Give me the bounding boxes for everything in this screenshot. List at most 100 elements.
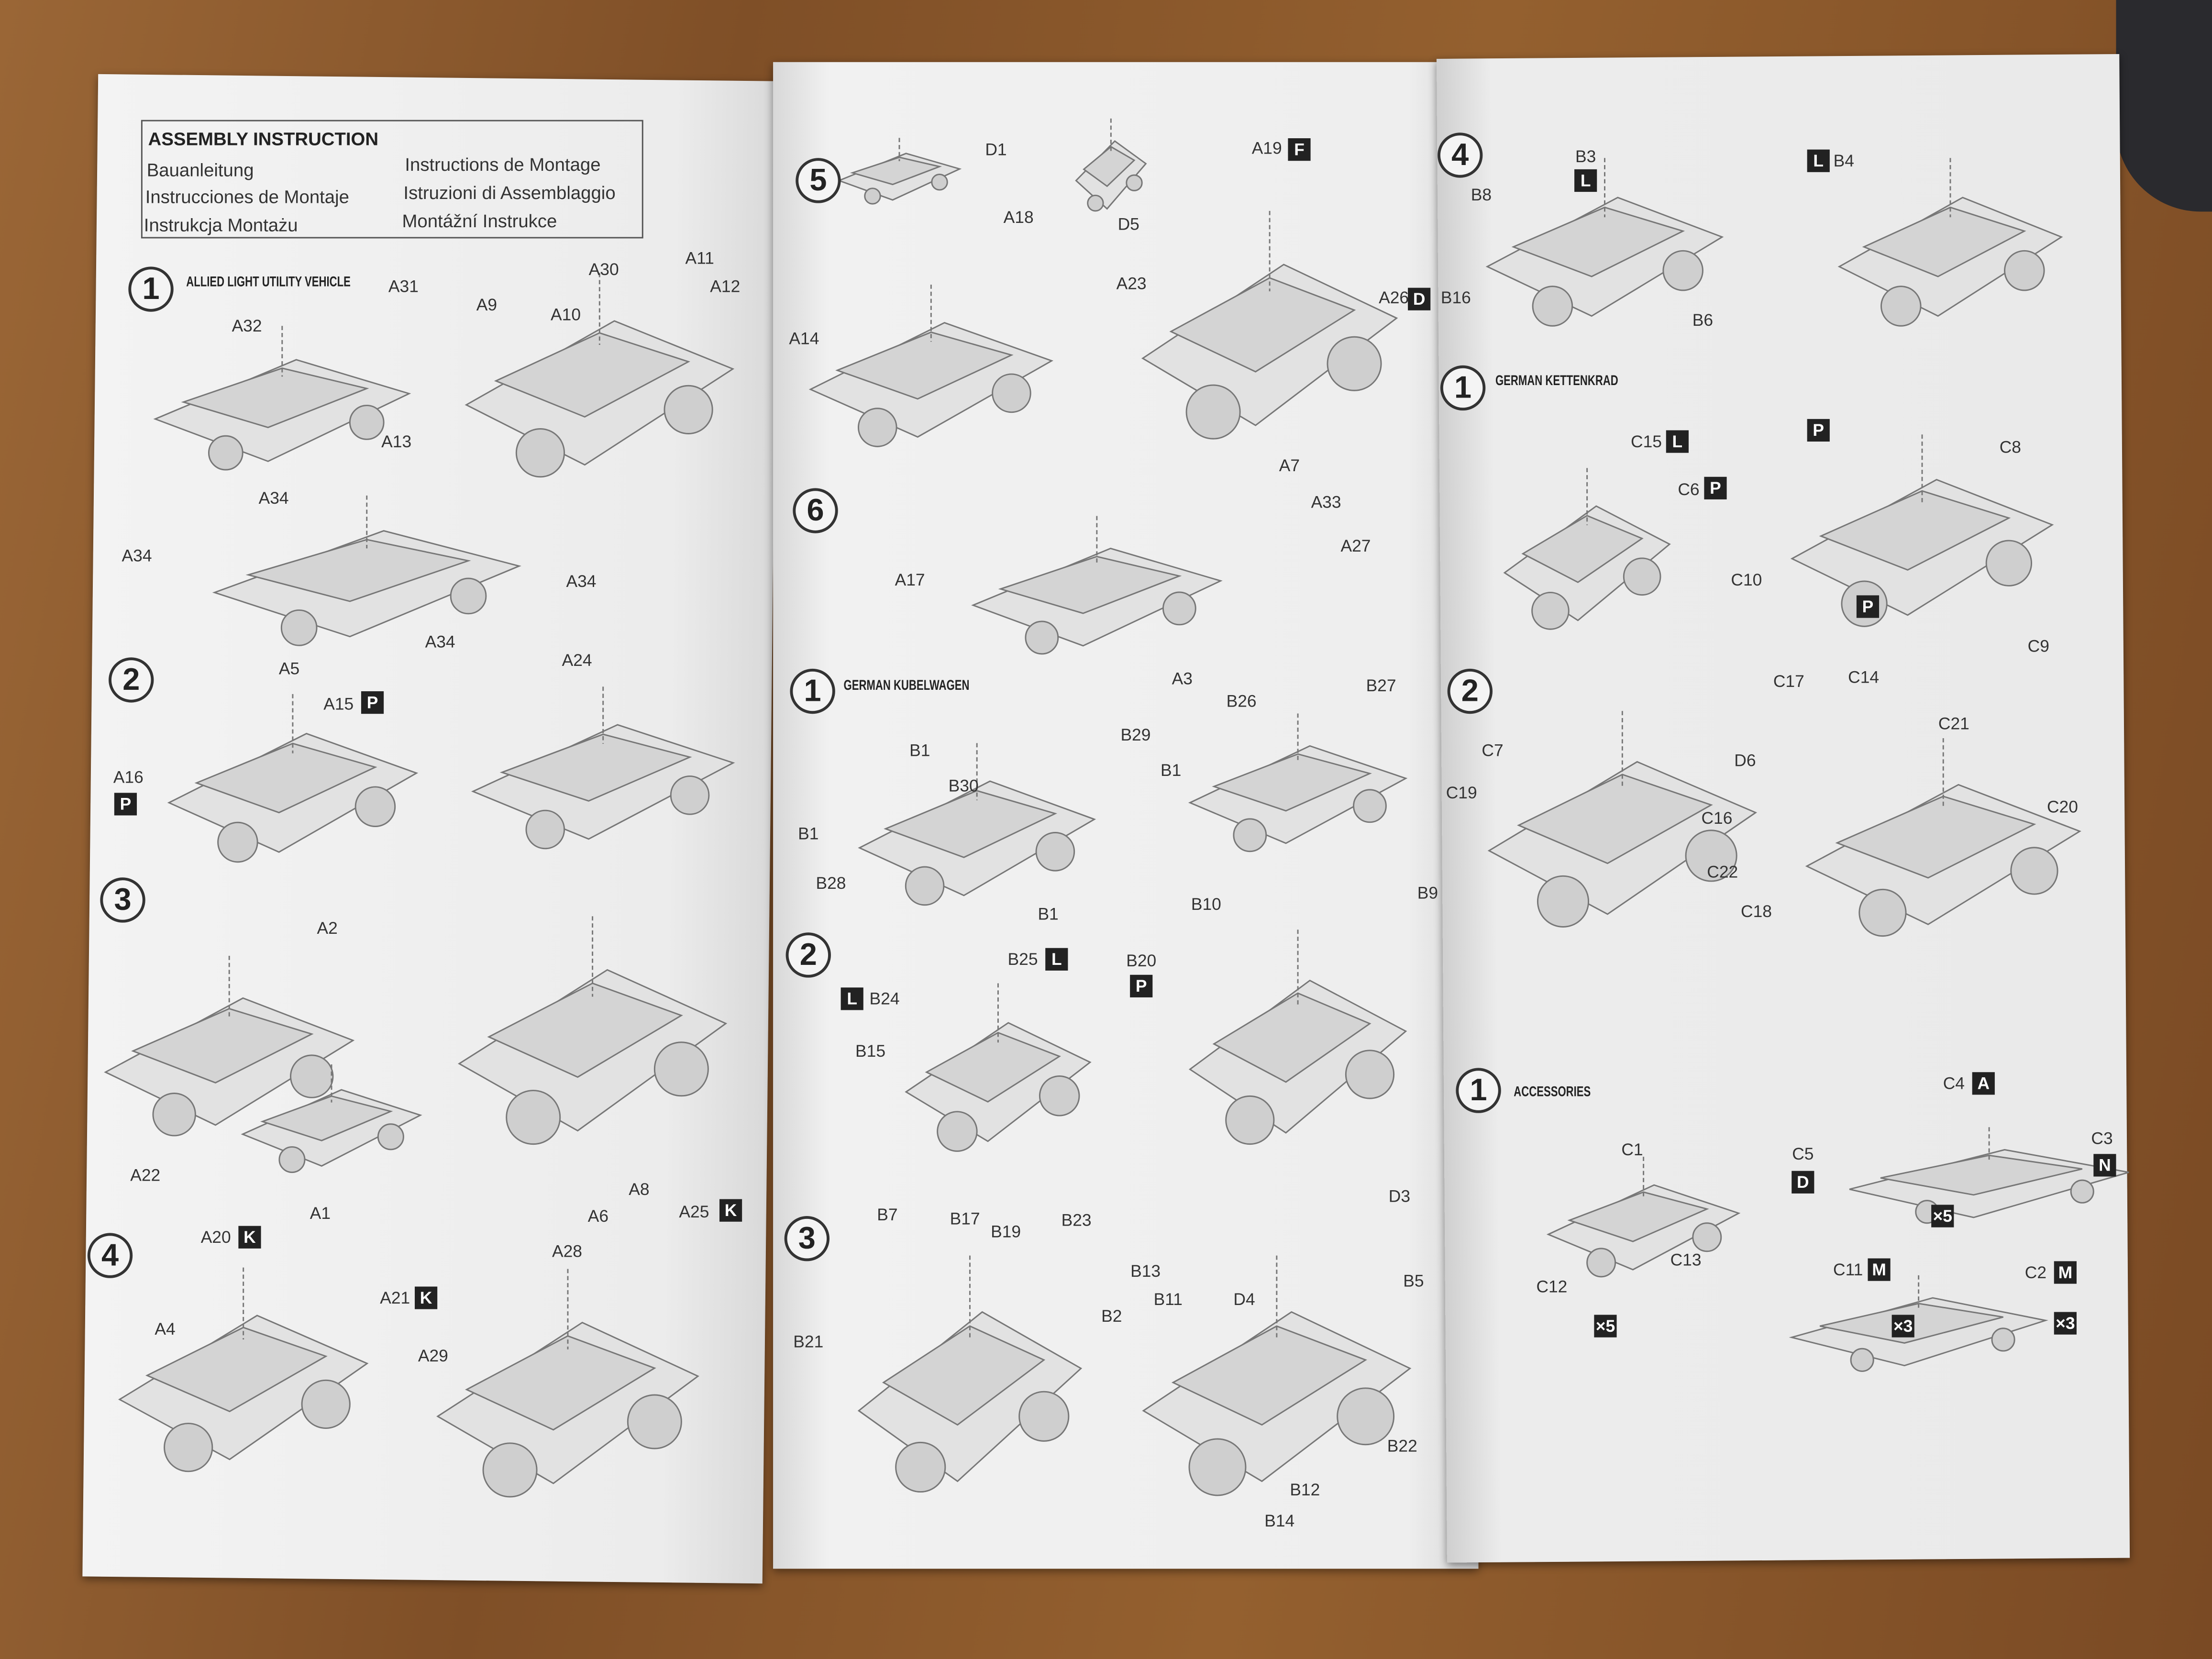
part-label: C22 bbox=[1707, 862, 1738, 882]
lang-fr: Instructions de Montage bbox=[405, 154, 601, 175]
lang-de: Bauanleitung bbox=[146, 159, 254, 181]
sprue-badge: ×3 bbox=[1891, 1315, 1914, 1338]
assembly-diagram bbox=[858, 743, 1096, 906]
sprue-badge: ×5 bbox=[1594, 1315, 1617, 1338]
assembly-diagram bbox=[118, 1267, 369, 1472]
part-label: B28 bbox=[816, 873, 846, 893]
part-label: A34 bbox=[425, 632, 455, 652]
part-label: C2 bbox=[2024, 1262, 2047, 1283]
part-label: C13 bbox=[1670, 1250, 1702, 1270]
part-label: B10 bbox=[1191, 894, 1221, 914]
part-label: D5 bbox=[1117, 214, 1139, 234]
part-label: A33 bbox=[1311, 492, 1341, 512]
part-label: A15 bbox=[323, 694, 354, 714]
part-label: B15 bbox=[855, 1041, 886, 1061]
section-title: GERMAN KUBELWAGEN bbox=[843, 678, 970, 694]
part-label: A21 bbox=[380, 1288, 410, 1308]
sprue-badge: P bbox=[361, 691, 384, 714]
assembly-diagram bbox=[808, 284, 1054, 447]
sprue-badge: M bbox=[2054, 1261, 2077, 1284]
step-number: 3 bbox=[784, 1216, 830, 1261]
step-number: 2 bbox=[785, 932, 831, 978]
assembly-diagram bbox=[1503, 468, 1671, 630]
assembly-diagram bbox=[104, 955, 355, 1137]
step-number: 5 bbox=[796, 158, 841, 203]
section-title: ALLIED LIGHT UTILITY VEHICLE bbox=[186, 275, 351, 291]
part-label: C18 bbox=[1741, 901, 1772, 921]
section-title: ACCESSORIES bbox=[1514, 1084, 1591, 1101]
sprue-badge: A bbox=[1972, 1072, 1995, 1095]
step-number: 1 bbox=[128, 266, 174, 312]
step-number: 2 bbox=[1447, 668, 1493, 714]
step-number: 1 bbox=[1456, 1068, 1501, 1113]
part-label: D6 bbox=[1734, 750, 1756, 771]
part-label: A13 bbox=[381, 431, 412, 452]
part-label: C4 bbox=[1943, 1073, 1965, 1094]
part-label: A12 bbox=[710, 276, 741, 297]
part-label: B1 bbox=[1038, 904, 1059, 924]
part-label: D3 bbox=[1388, 1186, 1411, 1206]
sprue-badge: P bbox=[1856, 595, 1880, 618]
part-label: A22 bbox=[130, 1165, 161, 1185]
lang-cz: Montážní Instrukce bbox=[402, 210, 557, 232]
sprue-badge: L bbox=[1045, 948, 1068, 971]
sprue-badge: D bbox=[1408, 288, 1431, 310]
part-label: A18 bbox=[1003, 207, 1034, 227]
lang-es: Instrucciones de Montaje bbox=[145, 186, 349, 208]
part-label: A1 bbox=[310, 1203, 331, 1223]
part-label: D1 bbox=[985, 139, 1007, 160]
part-label: B1 bbox=[1161, 760, 1182, 780]
assembly-diagram bbox=[1485, 158, 1724, 327]
sprue-badge: K bbox=[415, 1286, 438, 1309]
part-label: C1 bbox=[1621, 1139, 1643, 1160]
part-label: B17 bbox=[950, 1209, 980, 1229]
part-label: C8 bbox=[1999, 437, 2021, 457]
part-label: A19 bbox=[1251, 138, 1282, 158]
part-label: C7 bbox=[1482, 741, 1504, 761]
part-label: C14 bbox=[1848, 667, 1880, 687]
part-label: A25 bbox=[679, 1202, 709, 1222]
assembly-diagram bbox=[1487, 711, 1758, 928]
assembly-diagram bbox=[1805, 738, 2081, 937]
assembly-diagram bbox=[1141, 210, 1398, 440]
part-label: D4 bbox=[1233, 1289, 1255, 1309]
part-label: B22 bbox=[1387, 1436, 1417, 1456]
sprue-badge: L bbox=[1574, 169, 1597, 192]
assembly-diagram bbox=[1188, 713, 1408, 852]
part-label: B5 bbox=[1403, 1271, 1424, 1291]
part-label: C16 bbox=[1701, 808, 1733, 829]
part-label: A23 bbox=[1116, 274, 1147, 294]
part-label: A34 bbox=[258, 488, 289, 508]
part-label: A9 bbox=[476, 295, 498, 315]
part-label: A10 bbox=[551, 304, 581, 325]
assembly-diagram bbox=[241, 1064, 422, 1173]
part-label: B29 bbox=[1120, 725, 1151, 745]
part-label: A5 bbox=[278, 659, 300, 679]
part-label: B26 bbox=[1226, 691, 1257, 711]
sprue-badge: P bbox=[1807, 419, 1830, 442]
part-label: C11 bbox=[1833, 1260, 1863, 1280]
assembly-diagram bbox=[1546, 1157, 1741, 1278]
part-label: B14 bbox=[1264, 1511, 1295, 1531]
part-label: B12 bbox=[1290, 1480, 1320, 1500]
sprue-badge: D bbox=[1792, 1171, 1814, 1194]
part-label: C19 bbox=[1446, 783, 1477, 803]
part-label: A29 bbox=[418, 1346, 448, 1366]
part-label: A30 bbox=[588, 259, 619, 279]
part-label: B6 bbox=[1692, 310, 1714, 331]
part-label: B27 bbox=[1366, 675, 1396, 696]
part-label: C20 bbox=[2046, 797, 2078, 817]
part-label: B2 bbox=[1101, 1306, 1122, 1327]
assembly-diagram bbox=[1789, 1275, 2048, 1372]
part-label: A11 bbox=[685, 248, 714, 268]
part-label: C3 bbox=[2091, 1128, 2113, 1149]
assembly-diagram bbox=[1849, 1127, 2129, 1224]
sprue-badge: L bbox=[1807, 149, 1830, 172]
assembly-diagram bbox=[857, 1255, 1083, 1493]
part-label: A14 bbox=[789, 329, 819, 349]
part-label: A31 bbox=[388, 276, 419, 297]
step-number: 3 bbox=[100, 877, 145, 923]
part-label: A8 bbox=[629, 1179, 650, 1199]
part-label: B19 bbox=[991, 1221, 1021, 1242]
